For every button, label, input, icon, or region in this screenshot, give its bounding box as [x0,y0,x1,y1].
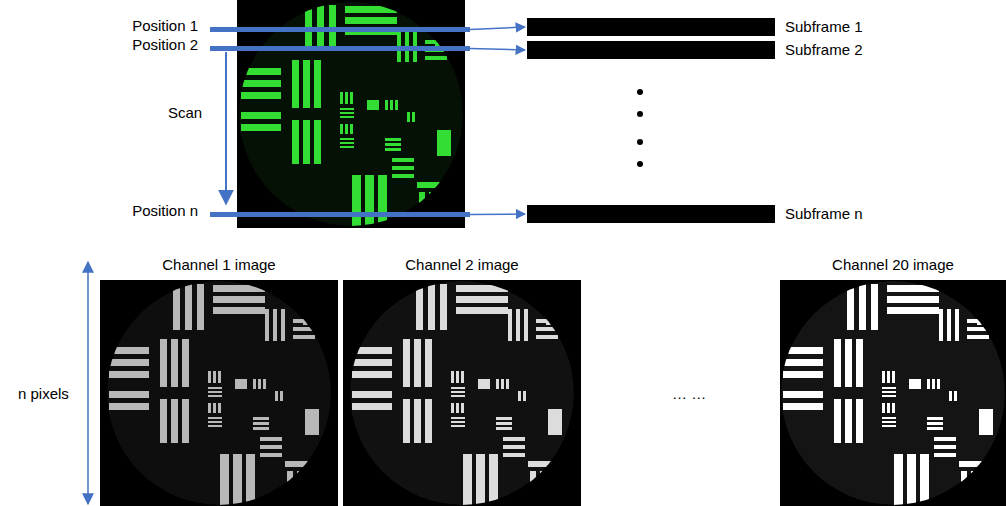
scan-position-line: Position 2 [210,46,470,51]
node-label: Channel 2 image [405,256,518,274]
node-label: Position 1 [132,17,198,35]
channel-image: Channel 2 image [343,280,581,506]
subframe-strip: Subframe n [527,205,775,223]
node-label: Subframe n [785,205,863,223]
node-label: Subframe 1 [785,18,863,36]
ellipsis-dot [637,139,643,145]
channel-image: Channel 20 image [780,280,1006,506]
channel-pattern [107,281,331,506]
node-label: Position 2 [132,36,198,54]
connector-arrow [470,49,525,51]
node-label: Position n [132,202,198,220]
scan-label: Scan [168,104,202,122]
channel-pattern [350,281,574,506]
channel-image: Channel 1 image [100,280,338,506]
scan-arrow [225,52,227,204]
subframe-strip: Subframe 1 [527,18,775,36]
ellipsis-dot [637,89,643,95]
channel-pattern [781,281,1005,506]
scan-position-line: Position 1 [210,27,470,32]
node-label: Subframe 2 [785,41,863,59]
subframe-strip: Subframe 2 [527,41,775,59]
ellipsis-dot [637,161,643,167]
node-label: Channel 20 image [832,256,954,274]
dimension-label: n pixels [18,385,69,403]
target-pattern [239,2,463,230]
connector-arrow [470,27,525,30]
ellipsis-label: … … [672,385,706,403]
height-arrow [87,262,89,504]
connector-arrow [470,213,525,215]
scan-position-line: Position n [210,212,470,217]
ellipsis-dot [637,111,643,117]
node-label: Channel 1 image [162,256,275,274]
